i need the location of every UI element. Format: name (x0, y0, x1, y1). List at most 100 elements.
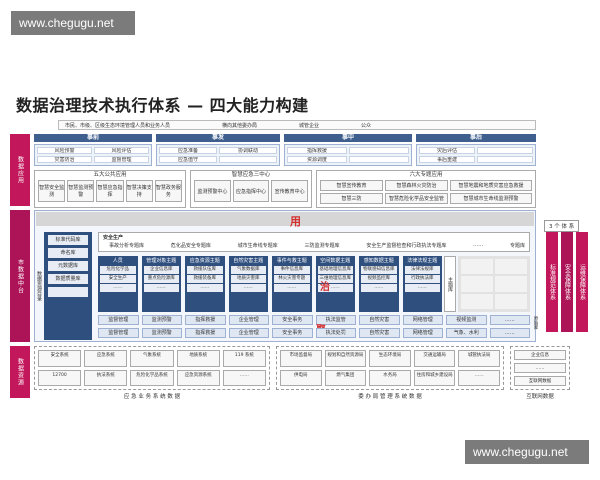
app-item: 智慧决策支持 (125, 180, 153, 202)
app-item: 智慧三防 (320, 193, 384, 204)
phase-item: 事后重建 (419, 156, 475, 163)
phase-header: 事前 (34, 134, 152, 142)
theme-title: 空间数据主题 (320, 258, 351, 264)
pre-item: 网络管理 (402, 315, 443, 325)
theme-item: 危险化学品 (100, 266, 136, 274)
theme-item: 林火灾害专题 (274, 275, 310, 283)
source-item: 地质系统 (176, 350, 220, 367)
topic-item: 危化品安全专题库 (170, 243, 211, 249)
phase-item: 应急准备 (159, 147, 217, 154)
topic-item: 事故分析专题库 (109, 243, 145, 249)
source-panel-internet: 企业信息 …… 互联网数据 (510, 346, 570, 390)
source-item: 气象系统 (130, 350, 174, 367)
source-item: 交通运输局 (413, 350, 456, 367)
source-caption: 委 办 局 管 理 系 统 数 据 (358, 394, 422, 400)
source-item: 供电局 (280, 369, 322, 386)
source-item: 燃气集团 (324, 369, 367, 386)
pre-item: 安全事务 (272, 315, 313, 325)
phase-item (349, 147, 409, 154)
group-title: 六大专题应用 (409, 172, 443, 178)
theme-item: …… (361, 284, 397, 292)
theme-item: …… (187, 284, 223, 292)
theme-item: …… (230, 284, 266, 292)
standard-item: 命名库 (48, 248, 88, 258)
source-panel-emergency: 安全系统 应急系统 气象系统 地质系统 119 系统 12700 执法系统 危险… (34, 346, 270, 390)
app-item: 应急指挥中心 (232, 180, 270, 202)
base-item: 指挥救援 (185, 328, 226, 338)
theme-item: …… (143, 284, 179, 292)
app-item: 智慧危险化学品安全监管 (385, 193, 449, 204)
phase-item: 应急值守 (159, 156, 217, 163)
watermark-bottom: www.chegugu.net (465, 440, 589, 464)
label-data-application: 数据应用 (10, 134, 30, 206)
phase-item (219, 156, 277, 163)
theme-item: 救援装备库 (187, 275, 223, 283)
base-item: …… (489, 328, 530, 338)
app-item: 智慧监测预警 (67, 180, 95, 202)
theme-item: 救援队伍库 (187, 266, 223, 274)
base-item: 安全事务 (272, 328, 313, 338)
theme-library-label: 主题库 (444, 256, 456, 312)
topic-item: 城市生命线专题库 (237, 243, 278, 249)
source-item: 市场监督局 (280, 350, 322, 367)
phase-item: 风险预警 (37, 147, 92, 154)
source-item: 119 系统 (222, 350, 266, 367)
emergency-centers-group: 智慧应急三中心 监测预警中心 应急指挥中心 宣传教育中心 (190, 170, 312, 208)
theme-item: 法律法规库 (404, 266, 440, 274)
theme-card: 法律法规主题法律法规库行政执法库…… (402, 256, 442, 312)
marker-yong: 用 (290, 215, 301, 228)
access-item: 公众 (361, 122, 372, 129)
right-system: 标准规范体系 (546, 232, 558, 332)
public-apps-group: 五大公共应用 智慧安全监测 智慧监测预警 智慧应急指挥 智慧决策支持 智慧政务服… (34, 170, 186, 208)
phase-box: 指挥救援 资源调度 (284, 144, 412, 166)
source-item: 12700 (38, 369, 82, 386)
standard-item (48, 287, 88, 297)
app-item: 宣传教育中心 (271, 180, 309, 202)
access-item: 市民、市级、区级生态环境管理人员和业务人员 (65, 122, 171, 129)
theme-item: 安全生产 (100, 275, 136, 283)
theme-libraries: 人员危险化学品安全生产…… 管理对象主题企业信息库重点危险源库…… 应急资源主题… (98, 256, 442, 312)
standard-item: 标准代码库 (48, 235, 88, 245)
theme-card: 应急资源主题救援队伍库救援装备库…… (185, 256, 225, 312)
phase-header: 事中 (284, 134, 412, 142)
theme-item: 企业信息库 (143, 266, 179, 274)
source-item: 应急系统 (84, 350, 128, 367)
theme-title: 管理对象主题 (146, 258, 177, 264)
theme-card: 感知数据主题物联感知信息库视频监控库…… (359, 256, 399, 312)
source-item: 生态环境局 (369, 350, 411, 367)
reserved-gray-panel (458, 256, 530, 312)
standards-column: 标准代码库 命名库 元数据库 数据质量库 (44, 232, 92, 340)
phase-item: 灾害防治 (37, 156, 92, 163)
pre-item: 自然灾害 (359, 315, 400, 325)
phase-item (477, 147, 533, 154)
theme-title: 应急资源主题 (189, 258, 220, 264)
watermark-top: www.chegugu.net (11, 11, 135, 35)
three-systems-caption: 3 个 体 系 (544, 220, 580, 232)
phase-header: 事后 (416, 134, 536, 142)
base-item: 自然灾害 (359, 328, 400, 338)
label-data-center: 市数据中台 (10, 210, 30, 342)
source-item: 互联网数据 (514, 376, 566, 386)
base-item: 监督管理 (98, 328, 139, 338)
source-caption: 互联网数据 (526, 394, 554, 400)
phase-item: 监督管理 (94, 156, 149, 163)
app-item: 智慧政务服务 (154, 180, 183, 202)
theme-item: 气象数据库 (230, 266, 266, 274)
topic-item: 三防监测专题库 (304, 243, 340, 249)
source-item: 安全系统 (38, 350, 82, 367)
source-item: 执法系统 (84, 369, 128, 386)
app-item: 智慧森林火灾防治 (385, 180, 449, 191)
theme-item: 行政执法库 (404, 275, 440, 283)
theme-title: 自然灾害主题 (233, 258, 264, 264)
resource-catalog-label: 数据资源目录 (36, 271, 42, 301)
access-bar: 市民、市级、区级生态环境管理人员和业务人员 横向其他委办局 城管企业 公众 (58, 120, 536, 130)
phase-item: 灾后评估 (419, 147, 475, 154)
phase-item: 协调联动 (219, 147, 277, 154)
topic-right-label: 专题库 (509, 243, 525, 249)
base-item: 执法处罚 (315, 328, 356, 338)
standard-item: 数据质量库 (48, 274, 88, 284)
group-title: 五大公共应用 (93, 172, 127, 178)
phase-item (349, 156, 409, 163)
service-gray-bar (36, 212, 534, 226)
base-item: 网络管理 (402, 328, 443, 338)
